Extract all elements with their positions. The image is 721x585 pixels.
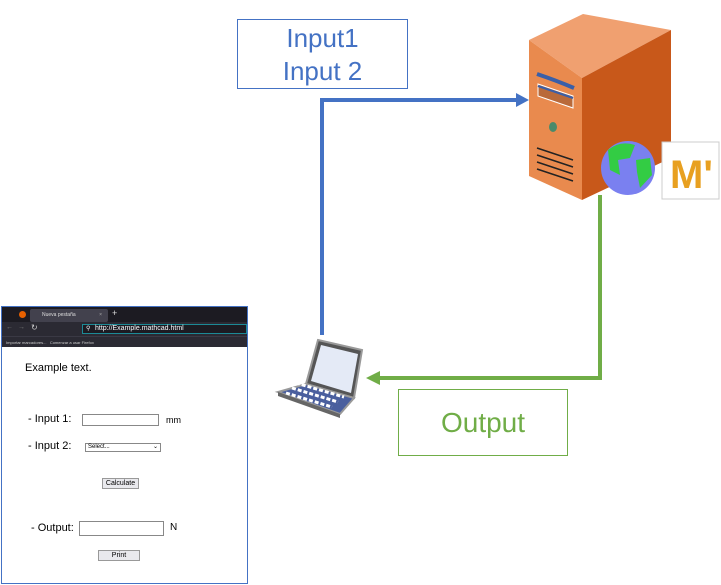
nav-bar: ← → ↻ ⚲ http://Example.mathcad.html xyxy=(2,322,247,336)
input1-field[interactable] xyxy=(82,414,159,426)
print-button[interactable]: Print xyxy=(98,550,140,561)
calculate-button[interactable]: Calculate xyxy=(102,478,139,489)
tab-title: Nueva pestaña xyxy=(42,312,76,318)
close-tab-icon[interactable]: × xyxy=(99,312,102,318)
tab-bar: Nueva pestaña × + xyxy=(2,307,247,322)
output-arrow xyxy=(378,195,602,380)
input2-select[interactable]: Select... ⌄ xyxy=(85,443,161,452)
input1-label: Input1 xyxy=(286,23,359,53)
search-icon: ⚲ xyxy=(86,326,91,332)
input2-label: - Input 2: xyxy=(28,440,72,452)
globe-icon xyxy=(601,141,655,195)
mathcad-logo-text: M' xyxy=(670,153,713,197)
input1-label: - Input 1: xyxy=(28,413,72,425)
url-text: http://Example.mathcad.html xyxy=(95,325,184,332)
forward-icon[interactable]: → xyxy=(18,324,25,331)
select-value: Select... xyxy=(88,444,110,450)
input-arrow xyxy=(320,98,518,335)
mathcad-logo xyxy=(661,141,720,200)
back-icon[interactable]: ← xyxy=(6,324,13,331)
output-field[interactable] xyxy=(79,521,164,536)
output-unit: N xyxy=(170,522,178,533)
input-arrowhead xyxy=(516,93,529,107)
output-label-box: Output xyxy=(398,389,568,456)
bookmarks-bar: Importar marcadores... Comenzar a usar F… xyxy=(2,336,247,347)
chevron-down-icon: ⌄ xyxy=(152,444,158,450)
input1-unit: mm xyxy=(166,415,181,425)
laptop-icon xyxy=(274,338,364,418)
input-label-box: Input1 Input 2 xyxy=(237,19,408,89)
input2-label: Input 2 xyxy=(282,56,363,86)
output-label: - Output: xyxy=(31,522,74,534)
bookmark-item[interactable]: Comenzar a usar Firefox xyxy=(49,340,94,345)
reload-icon[interactable]: ↻ xyxy=(31,323,38,332)
intro-text: Example text. xyxy=(25,362,92,374)
url-input[interactable]: ⚲ http://Example.mathcad.html xyxy=(82,324,247,334)
output-arrowhead xyxy=(366,371,380,385)
browser-tab[interactable]: Nueva pestaña × xyxy=(30,309,108,322)
browser-window: Nueva pestaña × + ← → ↻ ⚲ http://Example.m… xyxy=(1,306,248,584)
firefox-icon xyxy=(19,311,26,318)
bookmark-item[interactable]: Importar marcadores... xyxy=(6,340,47,345)
new-tab-icon[interactable]: + xyxy=(112,308,118,318)
